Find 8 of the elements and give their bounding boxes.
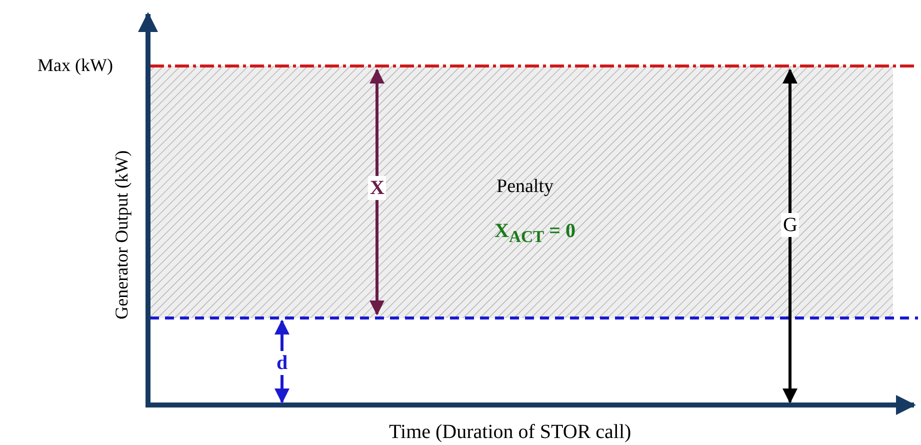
y-axis-title: Generator Output (kW): [112, 150, 132, 320]
dimension-label: G: [781, 213, 800, 237]
dimension-label: X: [368, 176, 386, 200]
region-label: Penalty: [496, 176, 554, 198]
dimension-label: d: [274, 351, 290, 375]
annotation-text: X$_{ACT}$ = 0: [494, 220, 576, 246]
axis-max-label: Max (kW): [38, 56, 113, 76]
x-axis-title: Time (Duration of STOR call): [389, 421, 632, 443]
